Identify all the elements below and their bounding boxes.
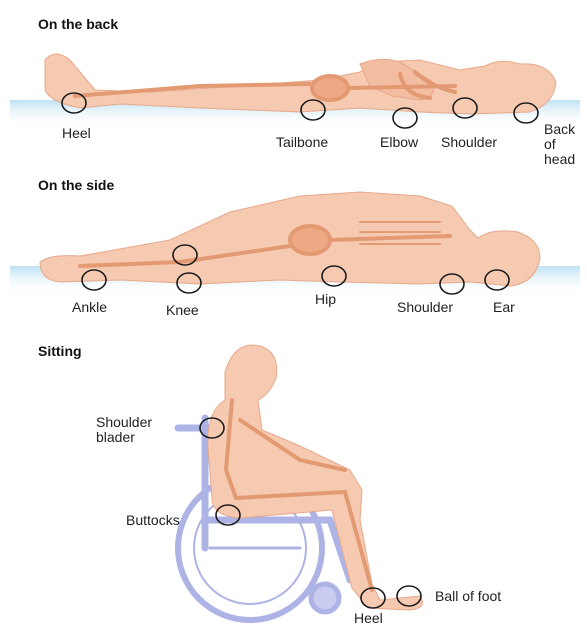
hip-label: Hip: [315, 292, 336, 307]
sitting-scene: [178, 345, 422, 620]
side-scene: [10, 192, 580, 294]
knee-label: Knee: [166, 303, 199, 318]
side-section-title: On the side: [38, 177, 114, 193]
back-of-head-label: Back of head: [544, 122, 575, 167]
ball-of-foot-label: Ball of foot: [435, 589, 501, 604]
elbow-label: Elbow: [380, 135, 418, 150]
back-section-title: On the back: [38, 16, 118, 32]
shoulder-blader-label: Shoulder blader: [96, 415, 152, 445]
sitting-section-title: Sitting: [38, 343, 82, 359]
shoulder-label: Shoulder: [441, 135, 497, 150]
shoulder-side-label: Shoulder: [397, 300, 453, 315]
buttocks-label: Buttocks: [126, 513, 180, 528]
ear-label: Ear: [493, 300, 515, 315]
back-scene: [10, 54, 580, 128]
ankle-label: Ankle: [72, 300, 107, 315]
heel-label: Heel: [62, 126, 91, 141]
tailbone-label: Tailbone: [276, 135, 328, 150]
sitting-heel-label: Heel: [354, 611, 383, 626]
sitting-body: [208, 345, 423, 610]
